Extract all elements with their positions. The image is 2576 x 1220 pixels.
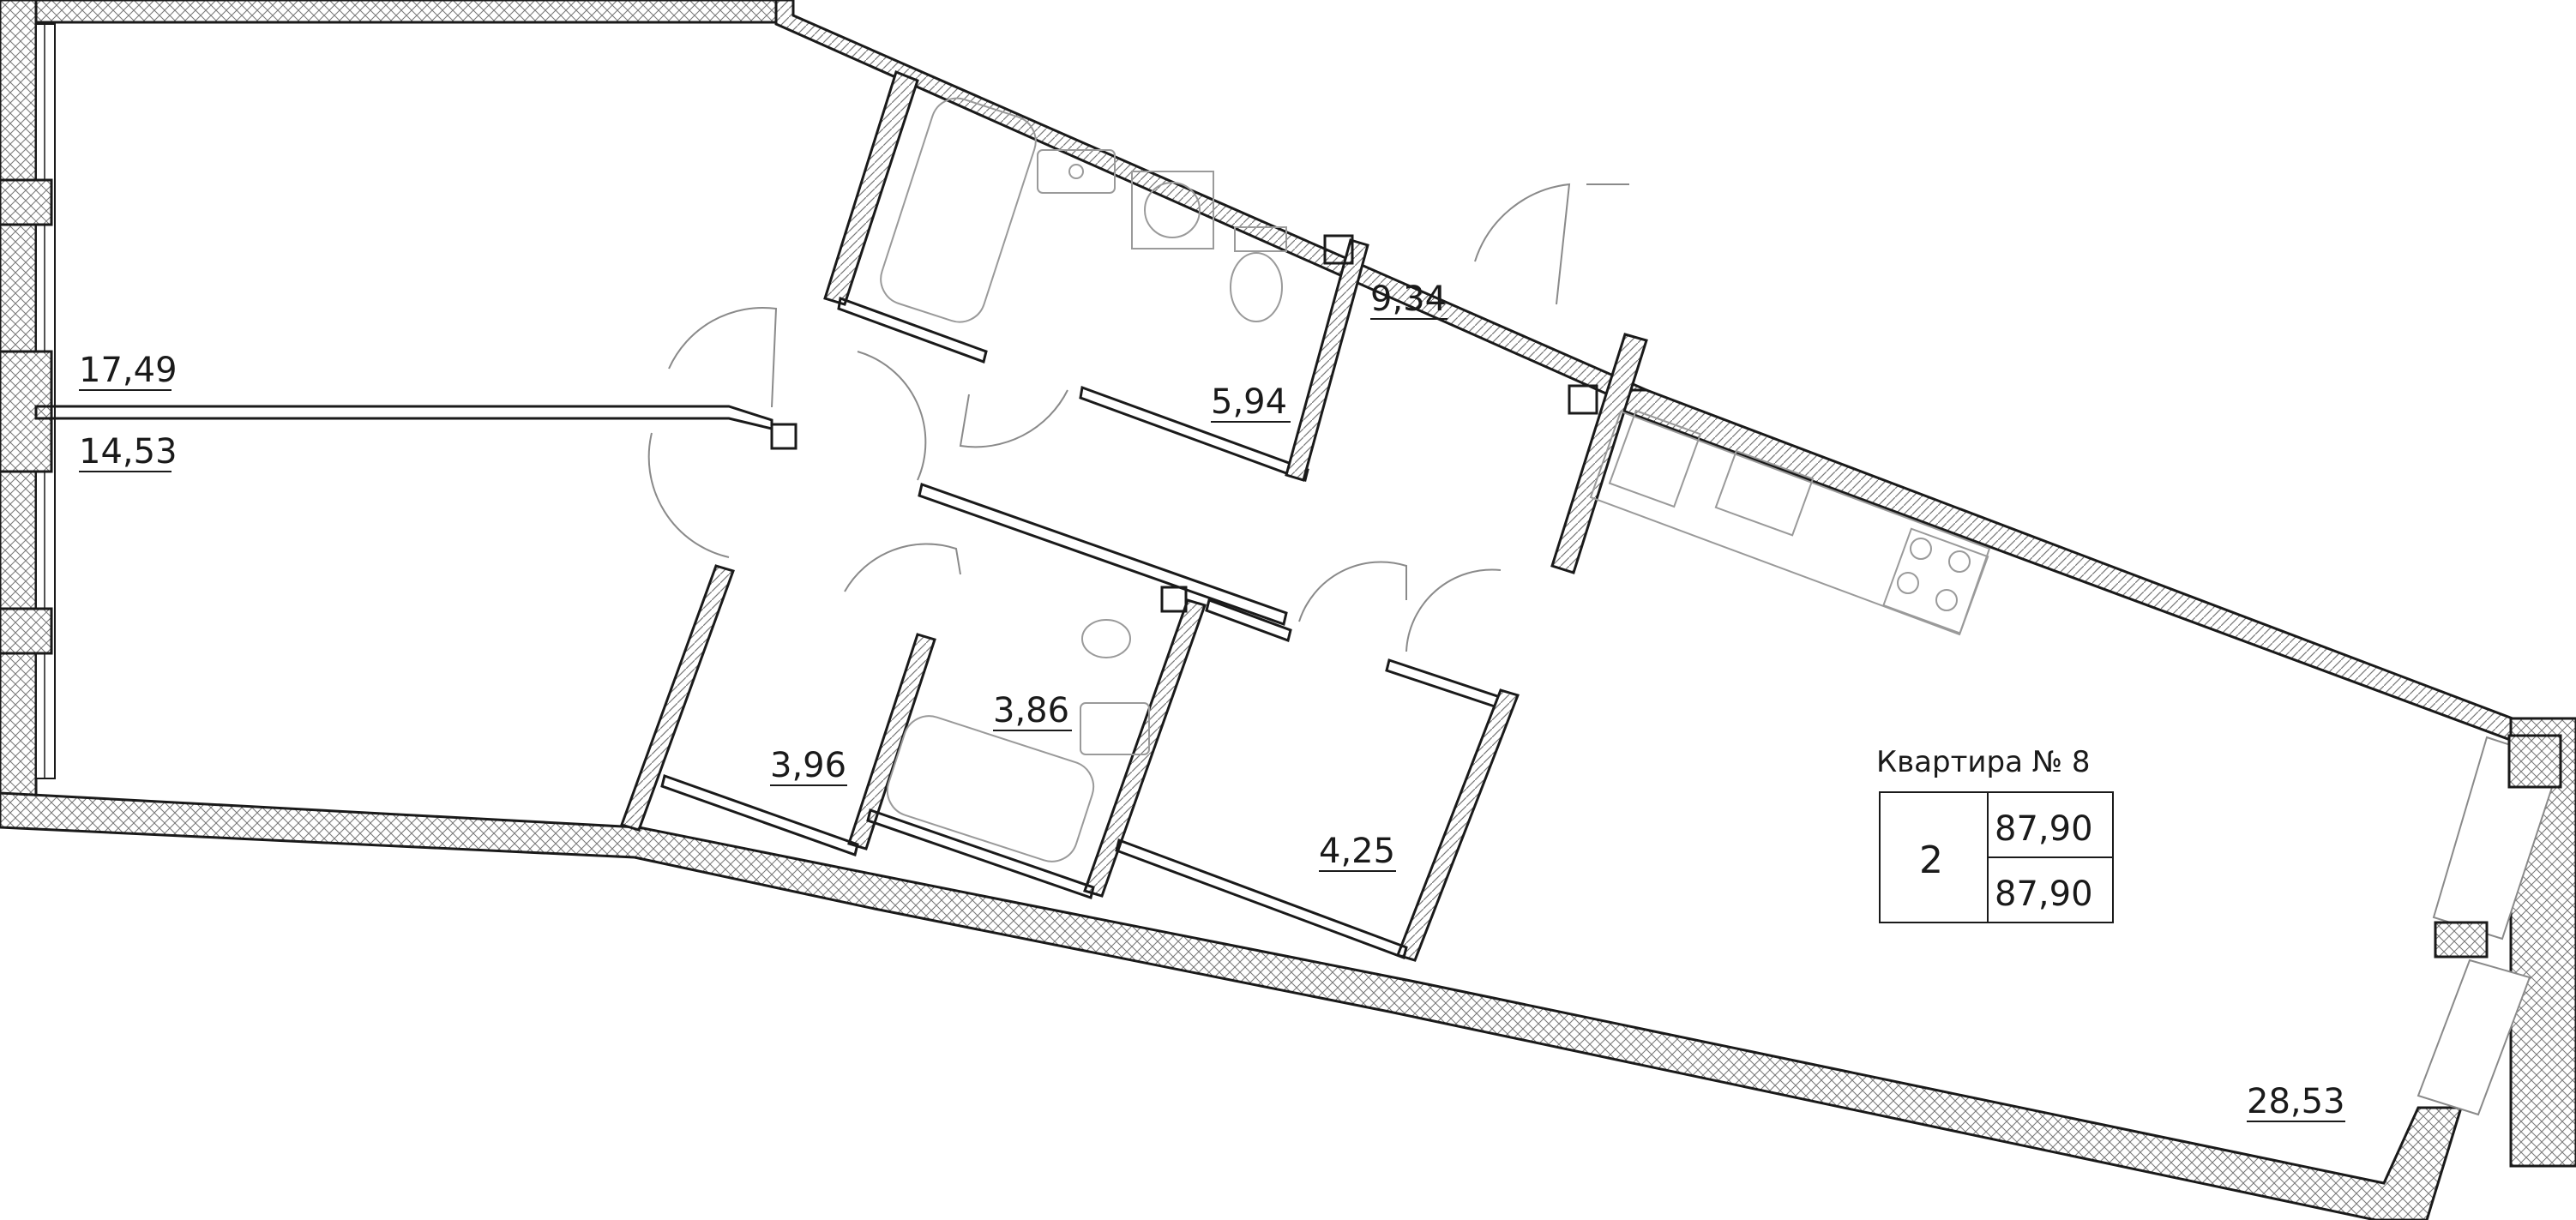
kitchen-counter bbox=[1589, 410, 1991, 636]
apartment-area-total: 87,90 bbox=[1995, 809, 2093, 849]
area-room-bottom-left: 14,53 bbox=[79, 432, 178, 472]
corridor-west-wall bbox=[620, 564, 735, 832]
hall-east-wall bbox=[1550, 333, 1648, 574]
bath-lower-south-wall bbox=[866, 808, 1095, 899]
area-bathroom-lower: 3,86 bbox=[993, 691, 1069, 730]
toilet-lower bbox=[1081, 619, 1131, 658]
area-storage: 4,25 bbox=[1319, 832, 1395, 871]
kitchen-fridge bbox=[1608, 409, 1702, 508]
left-windows bbox=[0, 23, 56, 779]
kitchen-sink bbox=[1714, 449, 1815, 537]
storage-north-wall-2 bbox=[1385, 658, 1507, 711]
wall-between-rooms bbox=[34, 405, 773, 430]
bath-lower-west-wall bbox=[847, 633, 936, 850]
area-hall: 9,34 bbox=[1370, 279, 1447, 319]
apartment-rooms-count: 2 bbox=[1919, 838, 1943, 882]
apartment-title: Квартира № 8 bbox=[1876, 745, 2091, 779]
bath-upper-left-wall bbox=[823, 70, 919, 306]
bathtub-lower bbox=[886, 715, 1095, 862]
right-windows bbox=[2417, 734, 2562, 1116]
fixtures bbox=[880, 97, 1991, 862]
top-left-wall bbox=[34, 0, 778, 24]
storage-north-wall bbox=[1205, 598, 1292, 642]
toilet-upper bbox=[1230, 252, 1283, 322]
bath-upper-east-wall bbox=[1285, 238, 1369, 482]
right-diagonal-wall bbox=[1619, 388, 2514, 743]
shaft-3 bbox=[1160, 586, 1188, 613]
sink-lower bbox=[1080, 702, 1150, 755]
doors bbox=[647, 183, 1629, 652]
area-bathroom-upper: 5,94 bbox=[1211, 382, 1287, 422]
apartment-info: Квартира № 8 2 87,90 87,90 bbox=[1876, 745, 2114, 923]
shaft-2 bbox=[1568, 384, 1598, 415]
bath-upper-right-wall bbox=[1079, 385, 1309, 482]
door-bath-upper bbox=[959, 389, 1068, 448]
storage-east-wall bbox=[1396, 688, 1520, 962]
apartment-area-living: 87,90 bbox=[1995, 874, 2093, 914]
corridor-south-wall bbox=[660, 774, 859, 856]
area-room-top-left: 17,49 bbox=[79, 351, 178, 390]
bathtub-upper bbox=[880, 97, 1037, 323]
bottom-wall bbox=[0, 791, 2464, 1220]
area-kitchen-living: 28,53 bbox=[2247, 1082, 2345, 1121]
interior-walls bbox=[34, 70, 1648, 962]
shaft-1 bbox=[1323, 234, 1354, 265]
sink-upper bbox=[1037, 149, 1116, 194]
column-left bbox=[770, 423, 797, 450]
bath-lower-east-wall bbox=[1083, 598, 1207, 898]
kitchen-stove bbox=[1882, 527, 1989, 634]
room-labels: 17,49 14,53 5,94 9,34 3,96 3,86 4,25 28,… bbox=[79, 279, 2345, 1122]
bath-upper-bottom-wall bbox=[837, 296, 988, 364]
area-corridor: 3,96 bbox=[770, 746, 846, 785]
washing-machine bbox=[1131, 171, 1214, 249]
hall-south-wall bbox=[918, 483, 1288, 626]
storage-south-wall bbox=[1115, 838, 1408, 959]
